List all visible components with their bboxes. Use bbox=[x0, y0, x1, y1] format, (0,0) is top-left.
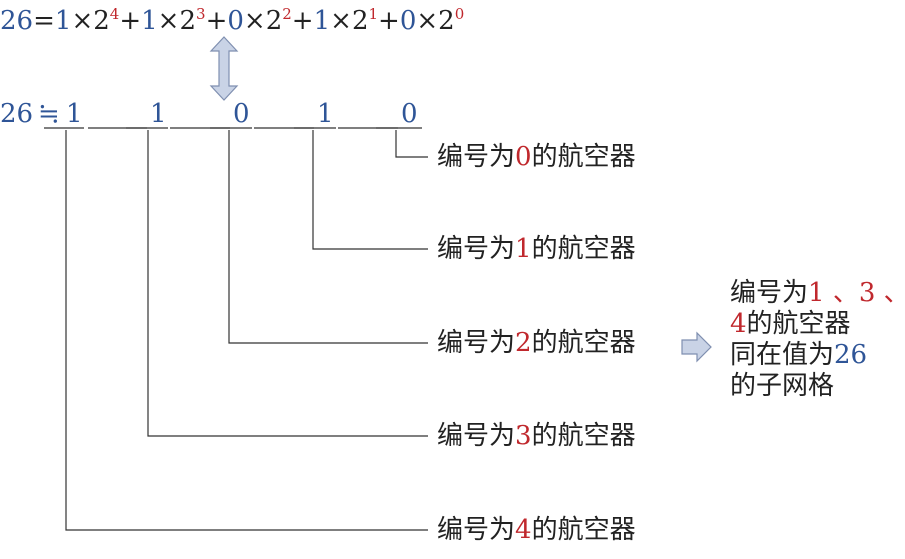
term-0-exp: 0 bbox=[454, 5, 465, 23]
binary-digit-3: 1 bbox=[150, 99, 167, 129]
term-3-exp: 3 bbox=[196, 5, 206, 23]
expansion-equation: 26=1×24+1×23+0×22+1×21+0×20 bbox=[0, 6, 464, 36]
term-3-times: × bbox=[157, 6, 180, 36]
label-prefix: 编号为 bbox=[437, 515, 516, 545]
leader-bit-1 bbox=[312, 130, 428, 250]
label-aircraft-0: 编号为0的航空器 bbox=[437, 142, 636, 172]
note-line-4: 的子网格 bbox=[730, 371, 835, 401]
note-prefix: 编号为 bbox=[730, 278, 809, 308]
note-line-1: 编号为1 、3 、 bbox=[730, 278, 905, 309]
label-suffix: 的航空器 bbox=[531, 142, 636, 172]
term-4-coef: 1 bbox=[54, 6, 72, 36]
term-2-base: 2 bbox=[265, 6, 283, 36]
label-suffix: 的航空器 bbox=[531, 421, 636, 451]
term-2-times: × bbox=[243, 6, 266, 36]
note-suffix: 的航空器 bbox=[746, 309, 851, 339]
note-number-4: 4 bbox=[730, 309, 747, 339]
term-4-exp: 4 bbox=[109, 5, 120, 23]
label-prefix: 编号为 bbox=[437, 142, 516, 172]
label-prefix: 编号为 bbox=[437, 234, 516, 264]
note-value-prefix: 同在值为 bbox=[730, 340, 835, 370]
label-prefix: 编号为 bbox=[437, 421, 516, 451]
term-1-exp: 1 bbox=[368, 5, 379, 23]
label-prefix: 编号为 bbox=[437, 328, 516, 358]
term-0-base: 2 bbox=[438, 6, 455, 36]
binary-digit-2: 0 bbox=[233, 99, 250, 129]
label-number: 4 bbox=[515, 515, 532, 545]
label-aircraft-2: 编号为2的航空器 bbox=[437, 328, 636, 358]
note-line-3: 同在值为26 bbox=[730, 340, 905, 371]
term-3-plus: + bbox=[205, 6, 228, 36]
label-suffix: 的航空器 bbox=[531, 234, 636, 264]
term-3-coef: 1 bbox=[141, 6, 158, 36]
term-1-base: 2 bbox=[351, 6, 369, 36]
note-value: 26 bbox=[834, 340, 868, 370]
term-3-base: 2 bbox=[179, 6, 197, 36]
binary-digit-0: 0 bbox=[401, 99, 418, 129]
term-1-coef: 1 bbox=[313, 6, 331, 36]
note-line-2: 4的航空器 bbox=[730, 309, 905, 340]
equation-value: 26 bbox=[0, 6, 34, 36]
term-1-times: × bbox=[330, 6, 352, 36]
label-number: 3 bbox=[515, 421, 532, 451]
grid-note: 编号为1 、3 、 4的航空器 同在值为26 的子网格 bbox=[730, 278, 905, 402]
label-aircraft-4: 编号为4的航空器 bbox=[437, 515, 636, 545]
leader-bit-4 bbox=[65, 130, 428, 531]
term-0-times: × bbox=[416, 6, 439, 36]
leader-bit-0 bbox=[395, 130, 428, 158]
label-number: 2 bbox=[515, 328, 532, 358]
term-4-plus: + bbox=[119, 6, 142, 36]
label-number: 0 bbox=[515, 142, 532, 172]
leader-bit-3 bbox=[147, 130, 428, 437]
leader-bit-2 bbox=[228, 130, 428, 344]
label-number: 1 bbox=[515, 234, 532, 264]
right-arrow-icon bbox=[681, 331, 712, 363]
term-1-plus: + bbox=[378, 6, 400, 36]
binary-digit-1: 1 bbox=[317, 99, 334, 129]
term-4-times: × bbox=[71, 6, 94, 36]
term-2-plus: + bbox=[291, 6, 314, 36]
double-arrow-icon bbox=[209, 36, 239, 101]
label-aircraft-1: 编号为1的航空器 bbox=[437, 234, 636, 264]
term-2-exp: 2 bbox=[282, 5, 292, 23]
label-aircraft-3: 编号为3的航空器 bbox=[437, 421, 636, 451]
approx-equals-sign: ≒ bbox=[38, 99, 60, 129]
label-suffix: 的航空器 bbox=[531, 328, 636, 358]
note-numbers: 1 、3 、 bbox=[808, 278, 905, 308]
binary-digit-4: 1 bbox=[66, 99, 83, 129]
term-2-coef: 0 bbox=[227, 6, 244, 36]
equation-equals: = bbox=[33, 6, 55, 36]
binary-value: 26 bbox=[0, 99, 34, 129]
label-suffix: 的航空器 bbox=[531, 515, 636, 545]
term-0-coef: 0 bbox=[399, 6, 417, 36]
term-4-base: 2 bbox=[93, 6, 110, 36]
